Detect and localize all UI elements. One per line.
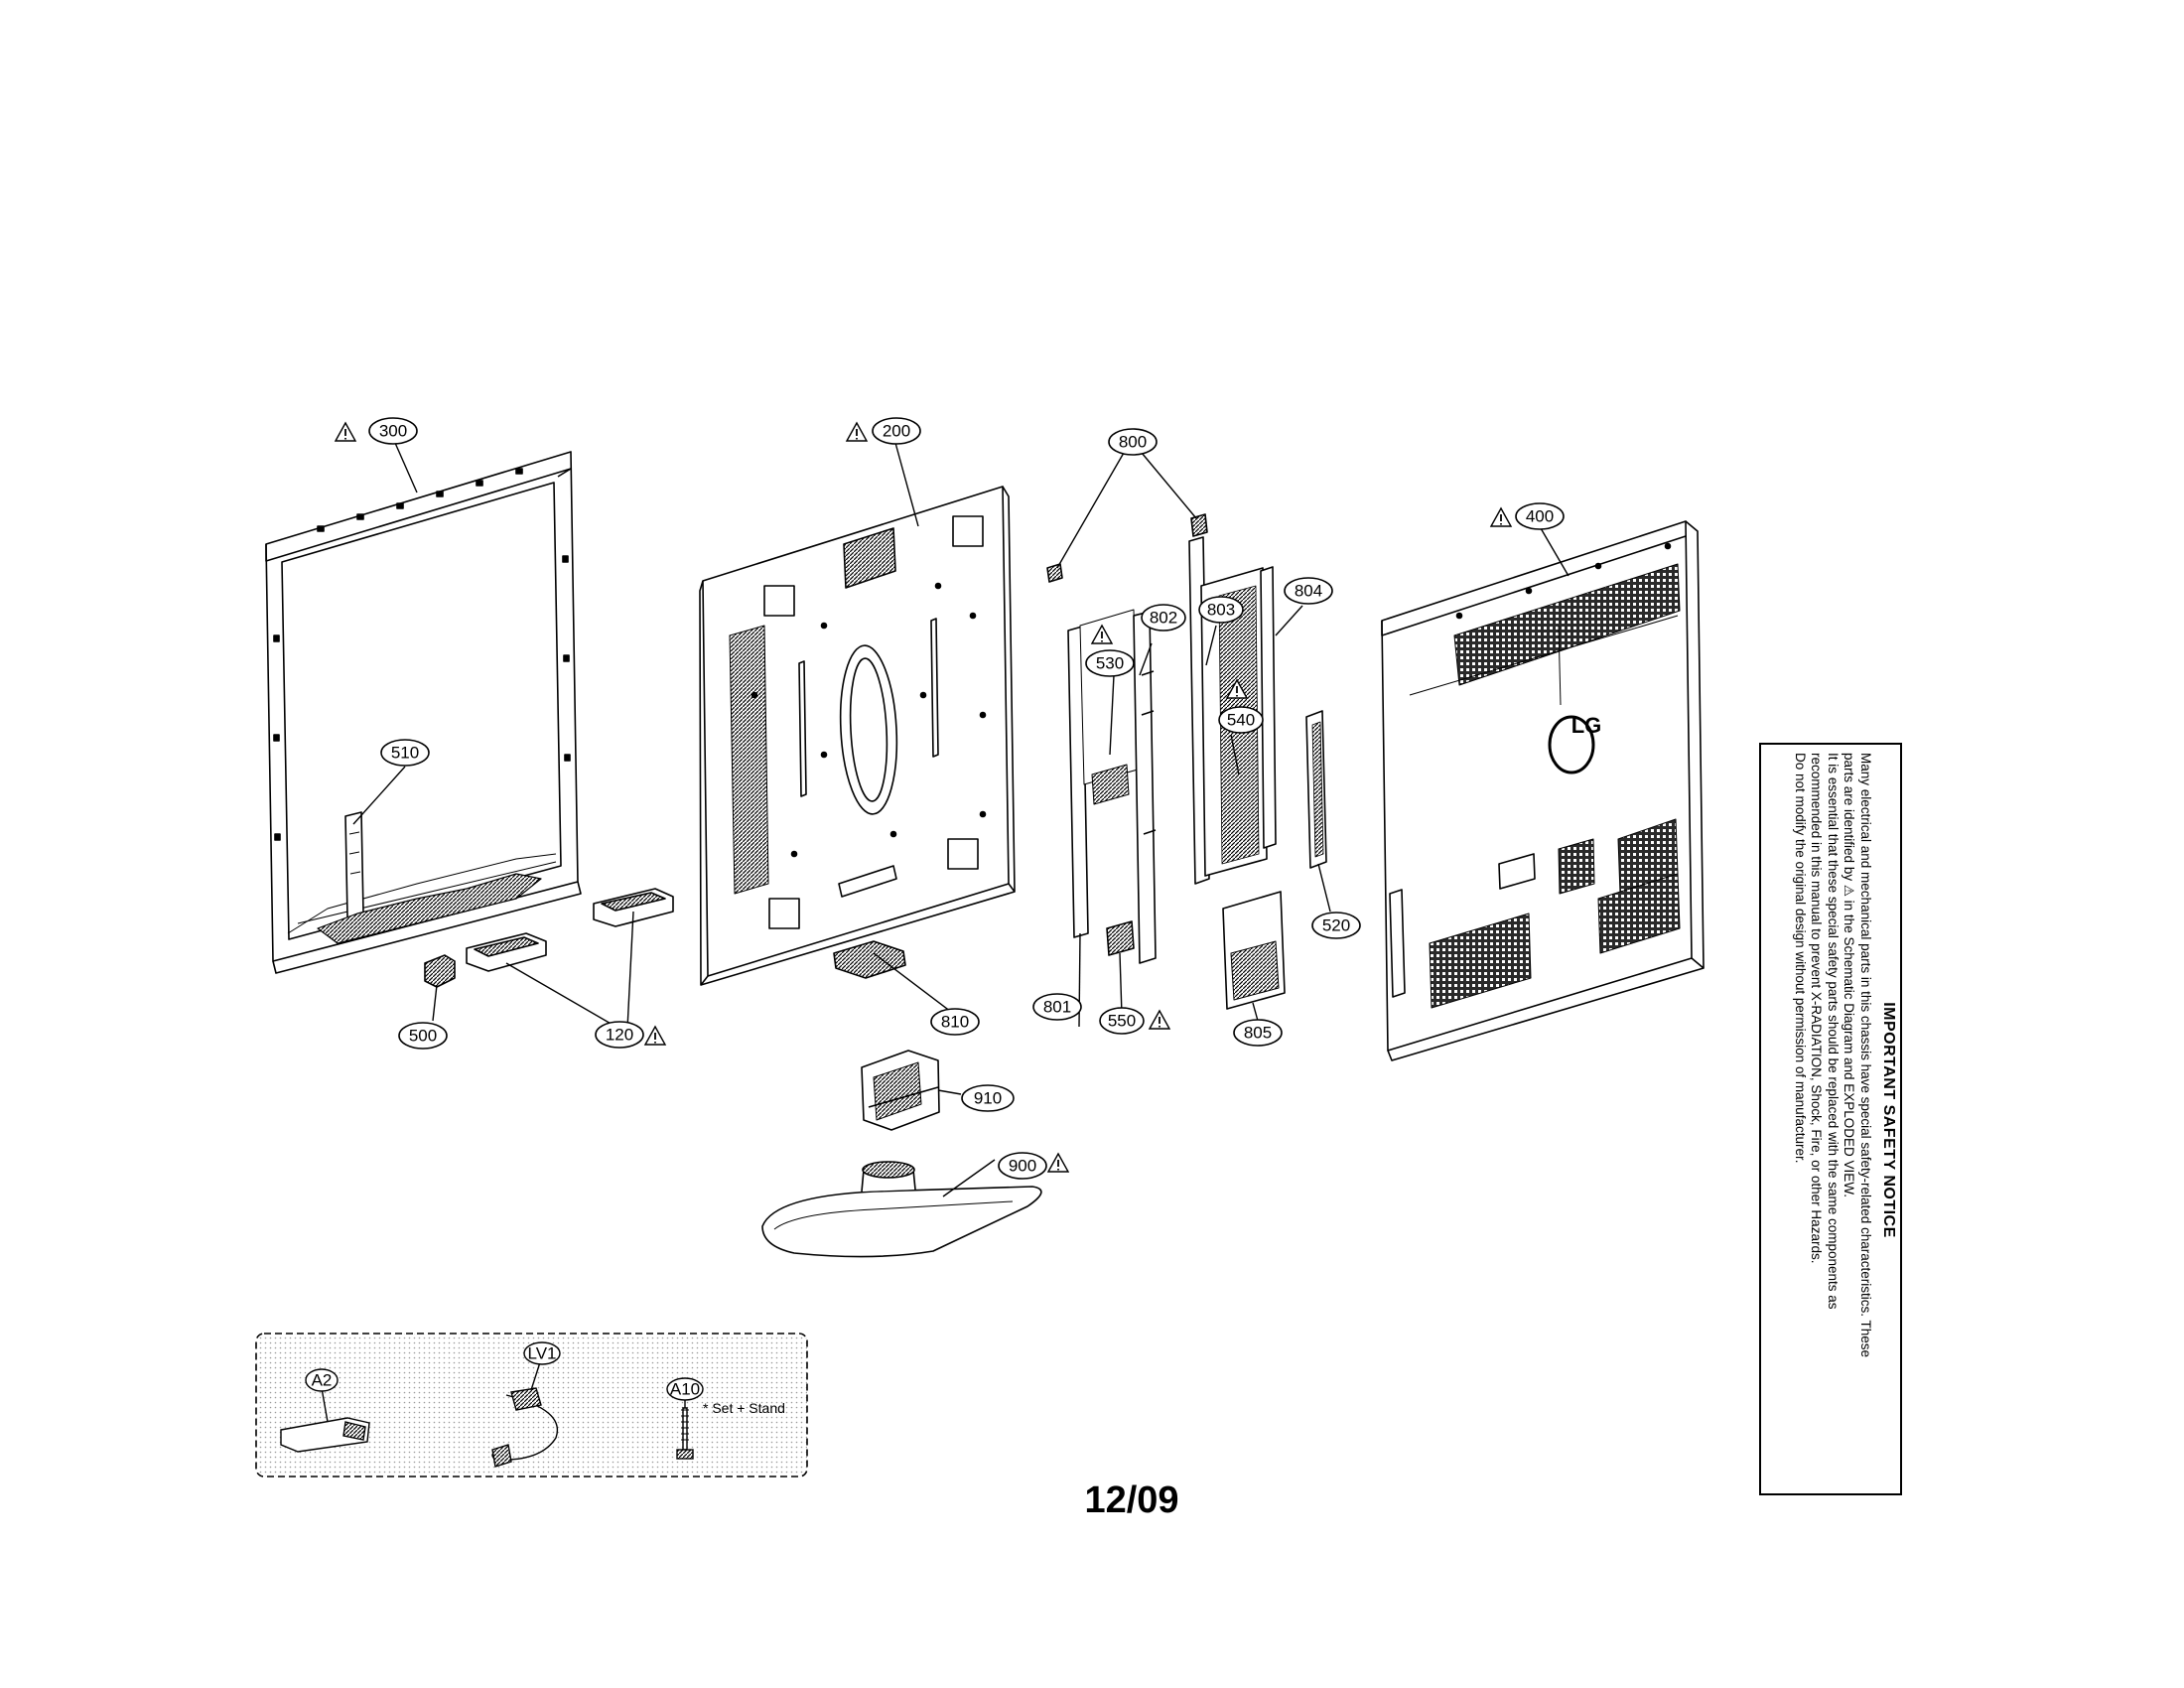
- screw-part-A10: [666, 1377, 704, 1460]
- callout-LV1: LV1: [528, 1344, 557, 1363]
- warning-triangle-icon: [643, 1025, 667, 1046]
- callout-500: 500: [409, 1027, 437, 1046]
- warning-triangle-icon: [334, 421, 357, 442]
- callout-550: 550: [1108, 1012, 1136, 1031]
- safety-notice-content: IMPORTANT SAFETY NOTICE Many electrical …: [1768, 753, 1897, 1487]
- warning-triangle-icon: [845, 421, 869, 442]
- callout-810: 810: [941, 1013, 969, 1032]
- stand-base-part-900: [761, 1161, 1042, 1258]
- stand-neck-part-910: [861, 1050, 940, 1131]
- callout-ovals: [368, 417, 1565, 1180]
- leader-lines: [352, 442, 1570, 1197]
- clip-part-800a: [1046, 563, 1063, 583]
- callout-200: 200: [883, 422, 910, 441]
- callout-804: 804: [1295, 582, 1322, 601]
- safety-notice-line: It is essential that these special safet…: [1826, 753, 1841, 1310]
- safety-notice-line: recommended in this manual to prevent X-…: [1809, 753, 1825, 1264]
- stand-bracket-part-810: [833, 940, 906, 979]
- callout-802: 802: [1150, 609, 1177, 628]
- panel-module-part-200: [699, 486, 1016, 986]
- ir-board-part-510: [344, 811, 364, 918]
- callout-300: 300: [379, 422, 407, 441]
- set-stand-note: * Set + Stand: [703, 1400, 785, 1416]
- safety-notice-line: Many electrical and mechanical parts in …: [1858, 753, 1873, 1358]
- back-cover-part-400: LG: [1381, 520, 1705, 1061]
- callout-803: 803: [1207, 601, 1235, 620]
- callout-520: 520: [1322, 916, 1350, 935]
- callout-805: 805: [1244, 1024, 1272, 1043]
- lg-logo: LG: [1571, 713, 1602, 738]
- callout-800: 800: [1119, 433, 1147, 452]
- safety-notice-line: Do not modify the original design withou…: [1793, 753, 1808, 1164]
- remote-control-part-A2: [280, 1368, 370, 1453]
- date-code: 12/09: [1084, 1479, 1179, 1521]
- warning-triangle-icon: [1489, 506, 1513, 527]
- safety-notice-line: parts are identified by ⚠ in the Schemat…: [1842, 753, 1857, 1198]
- speaker-clip-part-500: [424, 954, 456, 988]
- callout-A2: A2: [312, 1371, 333, 1390]
- accessory-box: A2 LV1 A10 * Set + Stand: [255, 1333, 808, 1477]
- safety-notice-box: IMPORTANT SAFETY NOTICE Many electrical …: [1759, 743, 1902, 1495]
- warning-triangle-icon: [1046, 1152, 1070, 1173]
- warning-triangle-icon: [1225, 678, 1249, 699]
- callout-labels: 300 200 800 400 802 803 804 530 540 510 …: [379, 422, 1554, 1176]
- callout-400: 400: [1526, 507, 1554, 526]
- safety-warning-icons: [334, 421, 1513, 1173]
- callout-900: 900: [1009, 1157, 1036, 1176]
- callout-510: 510: [391, 744, 419, 763]
- warning-triangle-icon: [1148, 1009, 1171, 1030]
- callout-A10: A10: [670, 1380, 700, 1399]
- callout-540: 540: [1227, 711, 1255, 730]
- callout-910: 910: [974, 1089, 1002, 1108]
- callout-120: 120: [606, 1026, 633, 1045]
- speaker-part-120: [466, 888, 674, 972]
- clip-part-800b: [1190, 513, 1208, 537]
- callout-801: 801: [1043, 998, 1071, 1017]
- power-cord-part-LV1: [491, 1341, 561, 1468]
- warning-triangle-icon: [1090, 624, 1114, 644]
- safety-notice-heading: IMPORTANT SAFETY NOTICE: [1880, 1002, 1897, 1238]
- callout-530: 530: [1096, 654, 1124, 673]
- front-cabinet-part-300: [265, 451, 582, 974]
